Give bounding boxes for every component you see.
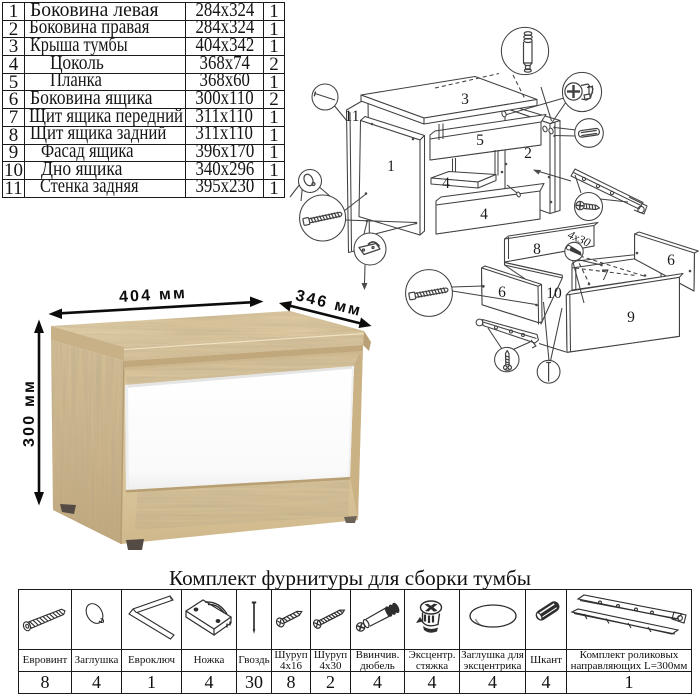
svg-text:3: 3 <box>461 91 469 108</box>
svg-text:4: 4 <box>480 206 488 223</box>
svg-text:2: 2 <box>524 145 532 162</box>
svg-text:10: 10 <box>546 285 562 302</box>
svg-text:4: 4 <box>442 175 450 192</box>
svg-text:1: 1 <box>387 158 395 175</box>
svg-text:9: 9 <box>627 309 635 326</box>
svg-text:11: 11 <box>345 108 360 125</box>
svg-text:404 мм: 404 мм <box>119 285 188 306</box>
svg-text:6: 6 <box>667 252 675 269</box>
svg-text:6: 6 <box>498 284 506 301</box>
svg-text:5: 5 <box>476 132 484 149</box>
svg-text:8: 8 <box>533 241 541 258</box>
svg-text:7: 7 <box>601 267 609 284</box>
svg-text:300 мм: 300 мм <box>21 379 38 447</box>
